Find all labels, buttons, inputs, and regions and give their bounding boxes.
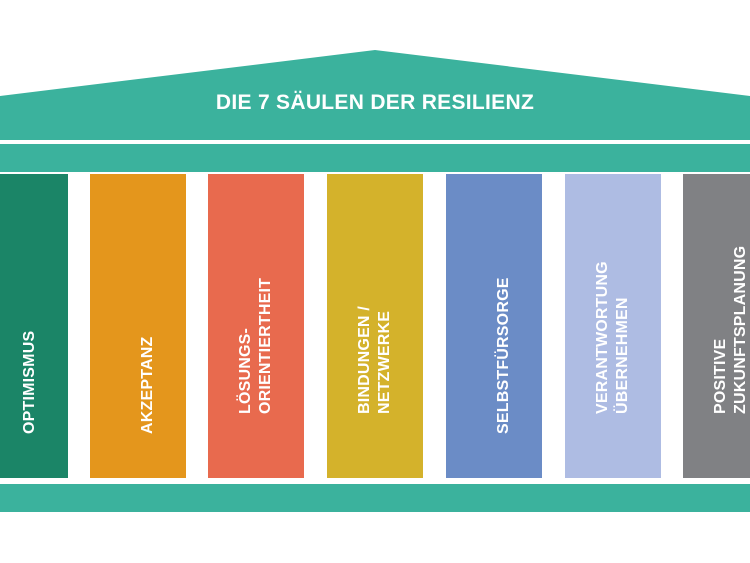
pillar-label: VERANTWORTUNG ÜBERNEHMEN: [593, 261, 633, 414]
pillar-label-line: AKZEPTANZ: [139, 336, 156, 435]
temple-roof: [0, 50, 750, 140]
temple-base: [0, 484, 750, 512]
pillar-akzeptanz: AKZEPTANZ: [90, 174, 186, 478]
temple-architrave: [0, 144, 750, 172]
pillar-label-line: ZUKUNFTSPLANUNG: [732, 245, 749, 414]
diagram-title: DIE 7 SÄULEN DER RESILIENZ: [215, 91, 535, 114]
pillar-label: LÖSUNGS- ORIENTIERTHEIT: [236, 278, 276, 414]
pillar-label-line: LÖSUNGS-: [237, 327, 254, 414]
pillar-positive-zukunftsplanung: POSITIVE ZUKUNFTSPLANUNG: [683, 174, 750, 478]
pillar-verantwortung-uebernehmen: VERANTWORTUNG ÜBERNEHMEN: [565, 174, 661, 478]
pillar-selbstfuersorge: SELBSTFÜRSORGE: [446, 174, 542, 478]
pillar-label-line: NETZWERKE: [376, 310, 393, 414]
pillar-label-line: VERANTWORTUNG: [594, 261, 611, 414]
pillar-label-line: ORIENTIERTHEIT: [257, 277, 274, 414]
pillar-label: BINDUNGEN / NETZWERKE: [355, 306, 395, 414]
pillar-optimismus: OPTIMISMUS: [0, 174, 68, 478]
pillar-label: POSITIVE ZUKUNFTSPLANUNG: [711, 246, 750, 414]
pillar-label-line: POSITIVE: [712, 338, 729, 414]
pillar-label-line: OPTIMISMUS: [21, 330, 38, 434]
pillar-label: OPTIMISMUS: [20, 331, 40, 434]
pillar-loesungsorientiertheit: LÖSUNGS- ORIENTIERTHEIT: [208, 174, 304, 478]
pillar-label-line: BINDUNGEN /: [356, 306, 373, 414]
pillar-bindungen-netzwerke: BINDUNGEN / NETZWERKE: [327, 174, 423, 478]
roof-pediment: [0, 50, 750, 140]
pillar-label: SELBSTFÜRSORGE: [494, 277, 514, 434]
pillar-label-line: SELBSTFÜRSORGE: [495, 277, 512, 434]
pillar-label-line: ÜBERNEHMEN: [614, 297, 631, 414]
pillar-label: AKZEPTANZ: [138, 337, 158, 435]
